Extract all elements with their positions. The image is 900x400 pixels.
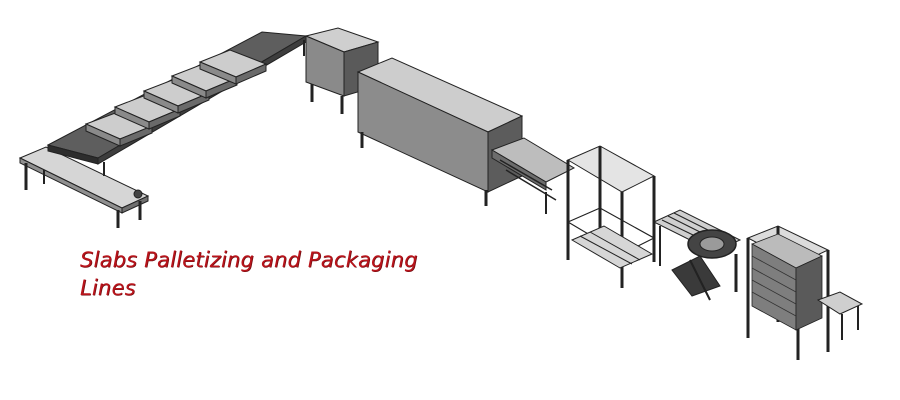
- middle-conveyor: [490, 137, 576, 214]
- stacker-frame: [566, 145, 656, 288]
- slab-conveyor: [46, 31, 308, 176]
- caption-line-1: Slabs Palletizing and Packaging: [80, 248, 418, 272]
- wrapping-tunnel: [356, 57, 524, 206]
- panel-stack: [751, 233, 823, 331]
- caption-line-2: Lines: [80, 276, 136, 300]
- strapping-machine: [671, 229, 738, 301]
- slab-stack: [84, 49, 268, 147]
- output-stacker: [746, 225, 864, 360]
- diagram-caption: Slabs Palletizing and Packaging Lines: [80, 246, 440, 302]
- input-conveyor: [18, 146, 150, 228]
